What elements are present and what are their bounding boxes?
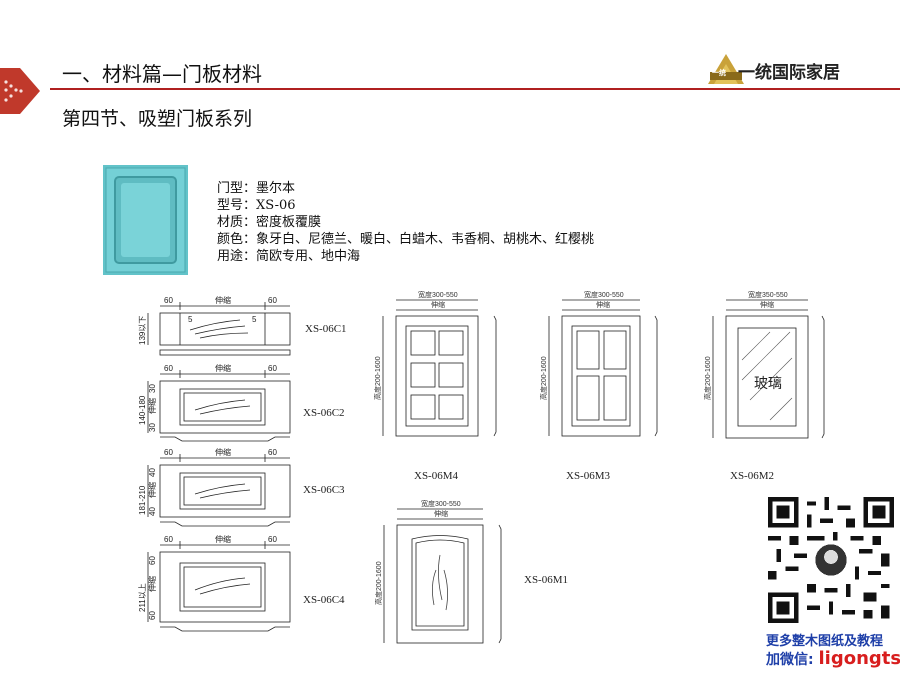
- c4-label: XS-06C4: [303, 594, 345, 606]
- brand-name: 一统国际家居: [738, 63, 840, 83]
- door-panel-image: [103, 165, 188, 275]
- drawing-c2: [147, 370, 291, 442]
- c1-height: 139以下: [138, 316, 147, 345]
- chevron-arrow-icon: [0, 68, 40, 114]
- m1-label: XS-06M1: [524, 574, 568, 586]
- spec-model: 型号：XS-06: [217, 198, 296, 213]
- qr-code: [768, 497, 894, 623]
- page-title: 一、材料篇—门板材料: [62, 62, 262, 86]
- c1-dim-mid: 伸缩: [215, 295, 231, 305]
- m4-height: 高度200-1600: [373, 356, 382, 400]
- c1-dim-left: 60: [164, 296, 173, 305]
- drawing-c3: [147, 454, 291, 527]
- c4-side: 伸缩: [147, 576, 157, 592]
- c2-side: 伸缩: [147, 398, 157, 414]
- m4-mid: 伸缩: [431, 300, 445, 309]
- c1-inset-right: 5: [252, 315, 257, 324]
- c4-dim-left: 60: [164, 535, 173, 544]
- spec-colors: 颜色：象牙白、尼德兰、暖白、白蜡木、韦香桐、胡桃木、红樱桃: [217, 232, 595, 247]
- drawing-m3: [548, 299, 658, 437]
- c2-dim-right: 60: [268, 364, 277, 373]
- c2-dim-mid: 伸缩: [215, 363, 231, 373]
- m3-height: 高度200-1600: [539, 356, 548, 400]
- c3-side: 伸缩: [147, 482, 157, 498]
- c1-label: XS-06C1: [305, 323, 347, 335]
- m4-label: XS-06M4: [414, 470, 459, 482]
- spec-door-type: 门型：墨尔本: [217, 181, 296, 196]
- promo-text: 更多整木图纸及教程: [766, 634, 884, 649]
- c4-dim-right: 60: [268, 535, 277, 544]
- c4-dim-mid: 伸缩: [215, 534, 231, 544]
- drawing-c1: [147, 302, 291, 356]
- header-divider: [50, 88, 900, 90]
- promo-wechat-id: ligongts: [818, 648, 900, 669]
- c2-label: XS-06C2: [303, 407, 345, 419]
- c2-bottom: 30: [148, 423, 157, 432]
- section-title: 第四节、吸塑门板系列: [62, 108, 253, 130]
- drawing-m1: [383, 508, 502, 644]
- drawing-m4: [382, 299, 497, 437]
- m1-mid: 伸缩: [434, 509, 448, 518]
- drawing-c4: [147, 541, 291, 632]
- c3-top: 40: [148, 468, 157, 477]
- m3-mid: 伸缩: [596, 300, 610, 309]
- spec-list: 门型：墨尔本 型号：XS-06 材质：密度板覆膜 颜色：象牙白、尼德兰、暖白、白…: [217, 180, 594, 265]
- spec-material: 材质：密度板覆膜: [217, 215, 322, 230]
- m2-glass: 玻璃: [754, 375, 782, 392]
- m1-height: 高度200-1600: [374, 561, 383, 605]
- m4-width: 宽度300-550: [418, 290, 458, 299]
- c4-bottom: 60: [148, 611, 157, 620]
- c2-height: 140-180: [138, 395, 147, 425]
- m1-width: 宽度300-550: [421, 499, 461, 508]
- m2-width: 宽度350-550: [748, 290, 788, 299]
- promo-wechat-prefix: 加微信:: [766, 652, 814, 668]
- c3-dim-left: 60: [164, 448, 173, 457]
- c3-bottom: 40: [148, 507, 157, 516]
- c3-dim-mid: 伸缩: [215, 447, 231, 457]
- brand-logo: [708, 54, 744, 84]
- m2-mid: 伸缩: [760, 300, 774, 309]
- spec-usage: 用途：简欧专用、地中海: [217, 249, 361, 264]
- c4-height: 211以上: [138, 583, 147, 612]
- c1-dim-right: 60: [268, 296, 277, 305]
- promo-wechat: 加微信: ligongts: [766, 648, 900, 669]
- c2-top: 30: [148, 384, 157, 393]
- c2-dim-left: 60: [164, 364, 173, 373]
- m2-height: 高度200-1600: [703, 356, 712, 400]
- m2-label: XS-06M2: [730, 470, 774, 482]
- m3-label: XS-06M3: [566, 470, 611, 482]
- c4-top: 60: [148, 556, 157, 565]
- m3-width: 宽度300-550: [584, 290, 624, 299]
- c3-height: 181-210: [138, 485, 147, 515]
- drawing-m2: [712, 299, 825, 439]
- c3-label: XS-06C3: [303, 484, 345, 496]
- c1-inset-left: 5: [188, 315, 193, 324]
- c3-dim-right: 60: [268, 448, 277, 457]
- logo-mark: 一统: [712, 69, 726, 77]
